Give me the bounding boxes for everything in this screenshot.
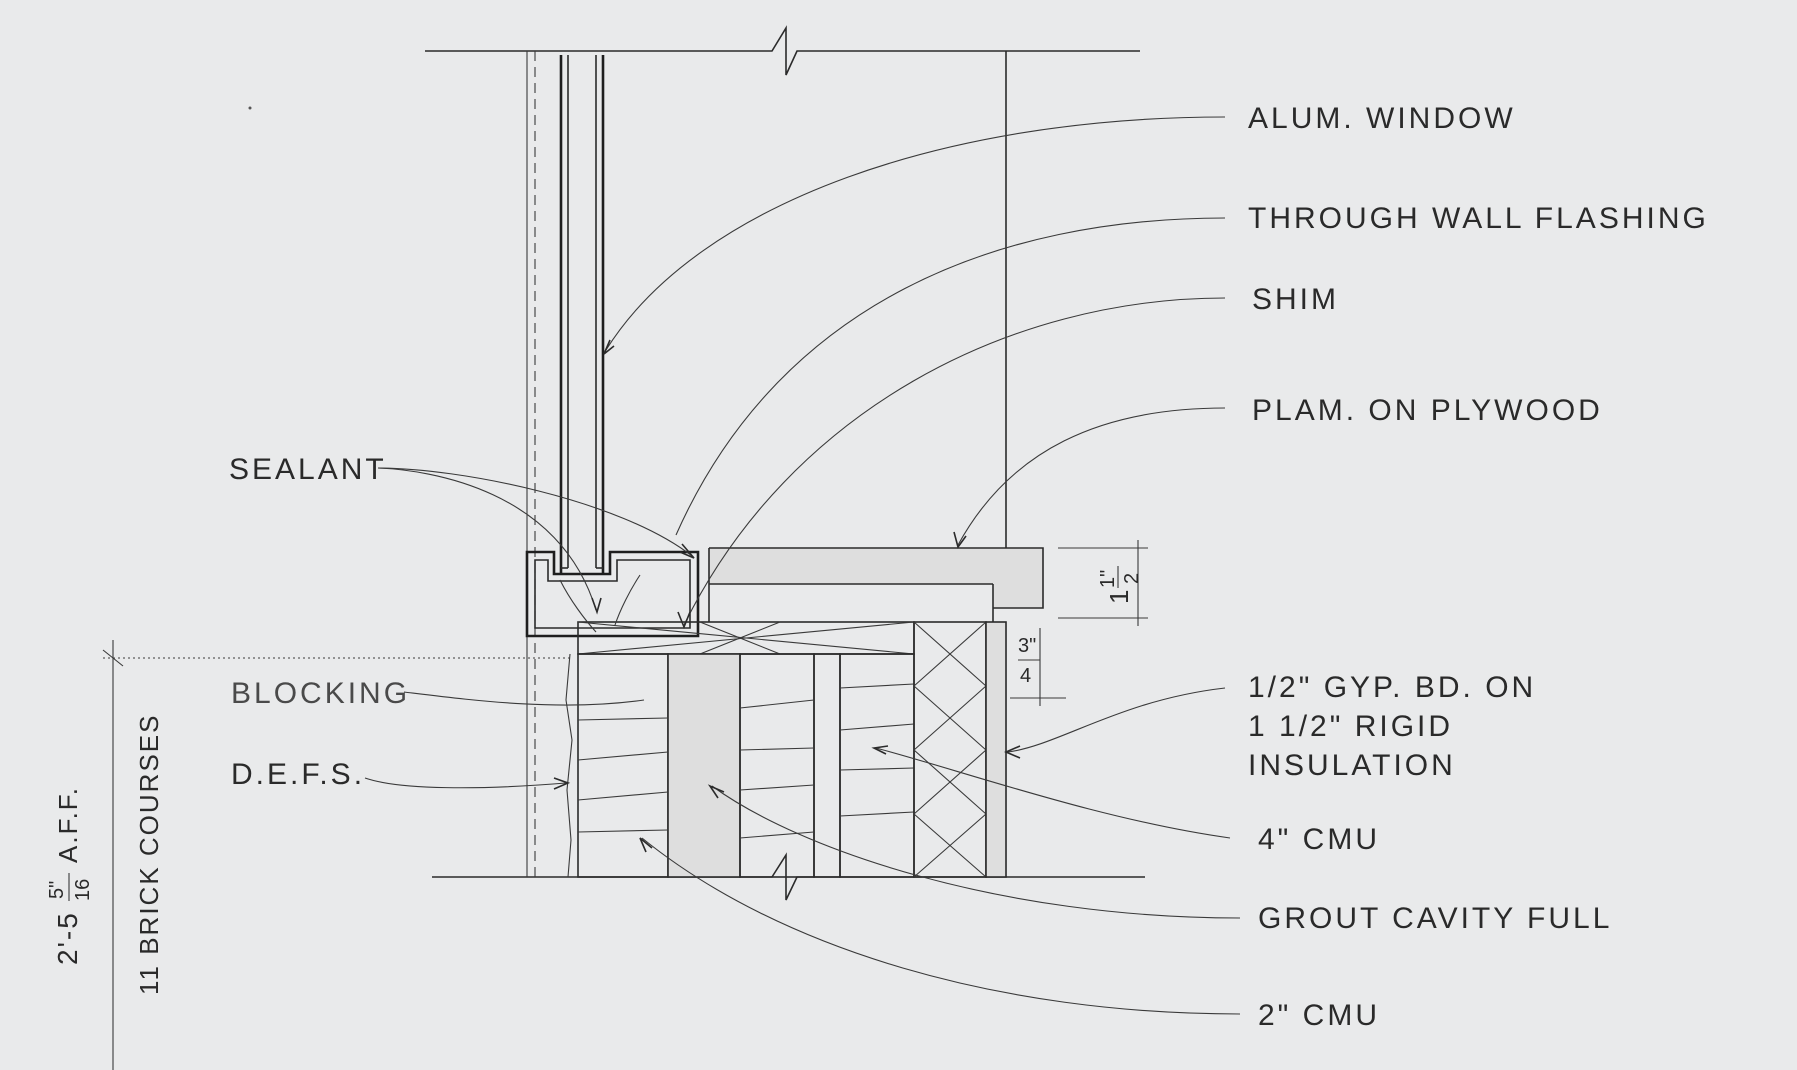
dim-height-den: 16	[72, 879, 94, 901]
label-alum-window: ALUM. WINDOW	[1248, 102, 1516, 135]
dim-sill-den: 2	[1121, 573, 1143, 584]
label-plam-on-plywood: PLAM. ON PLYWOOD	[1252, 394, 1603, 427]
wall-edge-lines	[526, 51, 1007, 877]
label-2in-cmu: 2" CMU	[1258, 999, 1380, 1032]
label-defs: D.E.F.S.	[231, 758, 365, 791]
dim-sill-num: 1"	[1097, 570, 1119, 588]
label-gyp-line2: 1 1/2" RIGID	[1248, 710, 1453, 743]
top-break-line	[425, 25, 1140, 76]
aluminum-sill-frame	[525, 550, 700, 638]
window-glazing	[559, 55, 605, 574]
label-4in-cmu: 4" CMU	[1258, 823, 1380, 856]
rigid-insulation	[913, 621, 987, 878]
masonry-wall	[565, 653, 915, 878]
stray-dot	[248, 106, 252, 110]
dim-sill-thickness: 1 1" 2	[1058, 540, 1148, 626]
label-sealant: SEALANT	[229, 453, 387, 486]
label-shim: SHIM	[1252, 283, 1339, 316]
wood-blocking	[577, 621, 915, 655]
dim-gap-num: 3"	[1018, 635, 1036, 657]
dim-height-prefix: 2'-5	[52, 911, 83, 965]
dim-gap-den: 4	[1020, 665, 1031, 687]
brick-courses-label: 11 BRICK COURSES	[134, 714, 164, 995]
label-gyp-line3: INSULATION	[1248, 749, 1456, 782]
dim-height-suffix: A.F.F.	[53, 786, 83, 863]
dim-gap: 3" 4	[1010, 628, 1066, 706]
label-grout-cavity-full: GROUT CAVITY FULL	[1258, 902, 1612, 935]
gypsum-board	[985, 621, 1007, 878]
label-through-wall-flashing: THROUGH WALL FLASHING	[1248, 202, 1709, 235]
label-blocking: BLOCKING	[231, 677, 410, 710]
dim-sill-whole: 1	[1104, 590, 1134, 604]
dim-height: 2'-5 5" 16 A.F.F. 11 BRICK COURSES	[46, 640, 570, 1070]
dim-height-num: 5"	[46, 881, 68, 899]
plam-plywood-stool	[708, 547, 1044, 622]
label-gyp-line1: 1/2" GYP. BD. ON	[1248, 671, 1536, 704]
leader-lines	[364, 116, 1241, 1015]
